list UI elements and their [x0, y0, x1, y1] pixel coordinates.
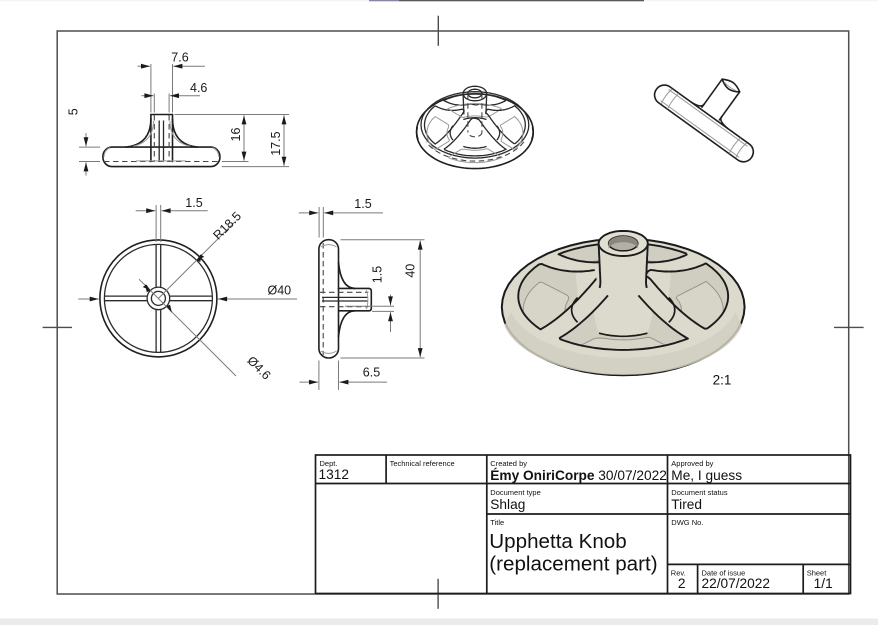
svg-text:Title: Title	[490, 518, 504, 527]
svg-text:Ø40: Ø40	[267, 284, 291, 298]
svg-text:7.6: 7.6	[171, 51, 188, 65]
svg-text:Upphetta Knob: Upphetta Knob	[489, 530, 626, 553]
svg-text:4.6: 4.6	[190, 81, 207, 95]
svg-text:22/07/2022: 22/07/2022	[702, 576, 771, 591]
svg-text:DWG No.: DWG No.	[671, 518, 703, 527]
svg-text:1.5: 1.5	[371, 266, 385, 283]
svg-text:Document type: Document type	[490, 488, 540, 497]
svg-text:1312: 1312	[319, 467, 349, 482]
svg-text:Document status: Document status	[671, 488, 728, 497]
svg-text:Shlag: Shlag	[490, 497, 525, 512]
svg-text:1.5: 1.5	[354, 197, 371, 211]
svg-text:1/1: 1/1	[814, 576, 833, 591]
svg-text:Tired: Tired	[671, 497, 702, 512]
svg-text:2:1: 2:1	[713, 373, 732, 388]
svg-text:Approved by: Approved by	[671, 459, 713, 468]
svg-text:5: 5	[67, 108, 81, 115]
svg-text:Ø4.6: Ø4.6	[244, 354, 273, 383]
svg-text:6.5: 6.5	[363, 366, 380, 380]
svg-text:Technical reference: Technical reference	[390, 459, 455, 468]
svg-text:Sheet: Sheet	[807, 569, 828, 578]
svg-text:2: 2	[678, 576, 686, 591]
svg-text:Dept.: Dept.	[320, 459, 338, 468]
svg-text:Created by: Created by	[490, 459, 527, 468]
svg-text:1.5: 1.5	[185, 196, 202, 210]
svg-text:R18.5: R18.5	[211, 209, 245, 243]
svg-text:40: 40	[403, 264, 417, 278]
svg-text:(replacement part): (replacement part)	[489, 553, 657, 576]
svg-text:Date of issue: Date of issue	[702, 569, 746, 578]
svg-text:16: 16	[229, 128, 243, 142]
svg-text:Rev.: Rev.	[671, 569, 686, 578]
svg-text:Émy OniriCorpe 30/07/2022: Émy OniriCorpe 30/07/2022	[490, 468, 667, 483]
svg-text:17.5: 17.5	[269, 131, 283, 155]
svg-text:Me, I guess: Me, I guess	[671, 468, 742, 483]
